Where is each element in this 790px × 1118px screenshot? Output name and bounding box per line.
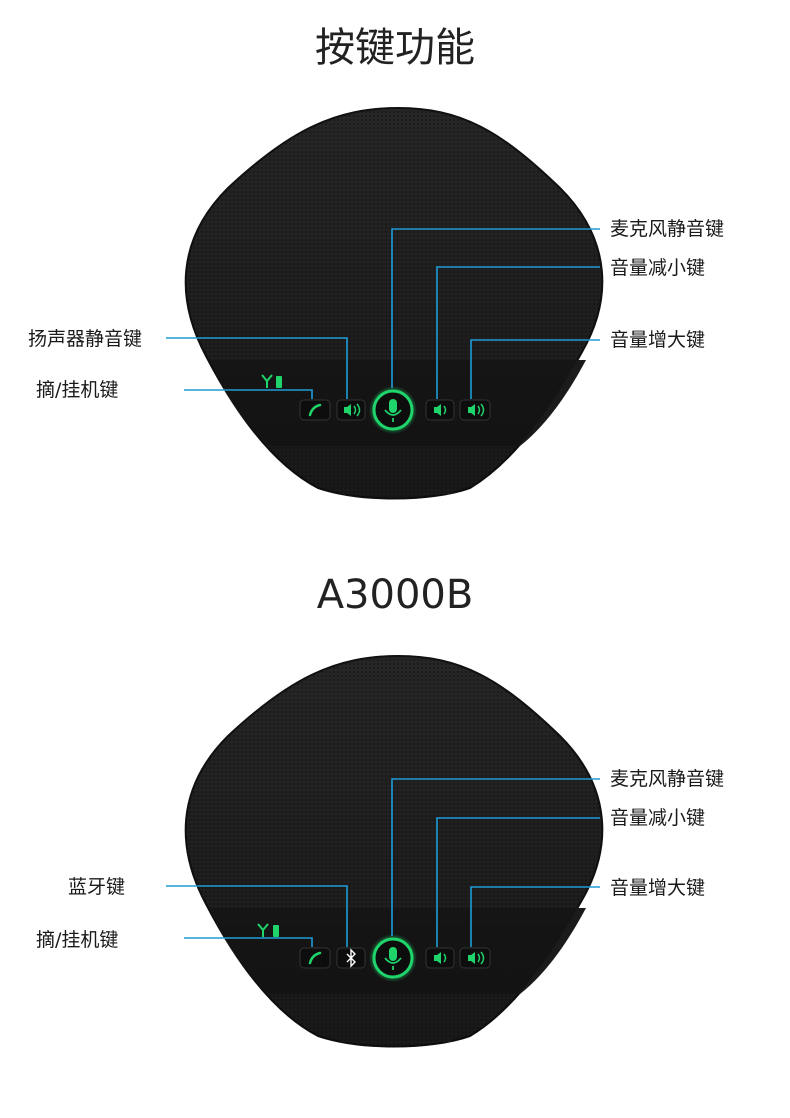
callout-speaker-mute: [166, 337, 348, 399]
volume-down-icon: [434, 404, 441, 416]
callout-mic: [391, 778, 600, 936]
label-vol-up: 音量增大键: [610, 329, 706, 351]
callout-bluetooth: [166, 885, 348, 947]
microphone-icon: [389, 399, 397, 413]
label-hook: 摘/挂机键: [36, 379, 119, 401]
battery-indicator-icon: [273, 925, 279, 937]
callout-hook: [184, 389, 313, 399]
speaker-mute-button[interactable]: [336, 399, 366, 421]
volume-up-button[interactable]: [459, 947, 491, 969]
volume-down-icon: [434, 952, 441, 964]
mic-mute-button[interactable]: [369, 934, 417, 982]
label-vol-down: 音量减小键: [610, 257, 706, 279]
speakerphone-illustration: [166, 106, 604, 500]
bluetooth-icon: [346, 948, 356, 968]
callout-vol-up: [470, 339, 600, 399]
label-bluetooth: 蓝牙键: [68, 876, 126, 898]
volume-down-button[interactable]: [425, 399, 455, 421]
antenna-indicator-icon: [261, 374, 273, 388]
device-panel-2: 麦克风静音键 音量减小键 音量增大键 蓝牙键 摘/挂机键: [0, 638, 790, 1098]
mic-mute-button[interactable]: [369, 386, 417, 434]
label-hook: 摘/挂机键: [36, 929, 119, 951]
model-title: A3000B: [316, 572, 474, 618]
speakerphone-illustration-bluetooth: [166, 654, 604, 1048]
callout-mic: [391, 228, 600, 388]
label-mic-mute: 麦克风静音键: [610, 768, 725, 790]
device-panel-1: 麦克风静音键 音量减小键 音量增大键 扬声器静音键 摘/挂机键: [0, 90, 790, 550]
label-mic-mute: 麦克风静音键: [610, 218, 725, 240]
page-title: 按键功能: [315, 25, 475, 71]
label-vol-up: 音量增大键: [610, 877, 706, 899]
hook-button[interactable]: [299, 399, 331, 421]
callout-vol-down: [436, 817, 600, 947]
volume-down-button[interactable]: [425, 947, 455, 969]
callout-vol-up: [470, 886, 600, 947]
phone-icon: [308, 951, 322, 965]
speaker-icon: [344, 404, 351, 416]
battery-indicator-icon: [276, 376, 282, 388]
volume-up-icon: [468, 404, 475, 416]
callout-lines: [166, 228, 600, 399]
bluetooth-button[interactable]: [336, 947, 366, 969]
label-vol-down: 音量减小键: [610, 807, 706, 829]
callout-vol-down: [436, 266, 600, 399]
volume-up-button[interactable]: [459, 399, 491, 421]
hook-button[interactable]: [299, 947, 331, 969]
phone-icon: [308, 403, 322, 417]
callout-lines: [166, 778, 600, 947]
microphone-icon: [389, 947, 397, 961]
volume-up-icon: [468, 952, 475, 964]
callout-hook: [184, 937, 313, 947]
label-speaker-mute: 扬声器静音键: [28, 328, 143, 350]
antenna-indicator-icon: [257, 923, 269, 937]
